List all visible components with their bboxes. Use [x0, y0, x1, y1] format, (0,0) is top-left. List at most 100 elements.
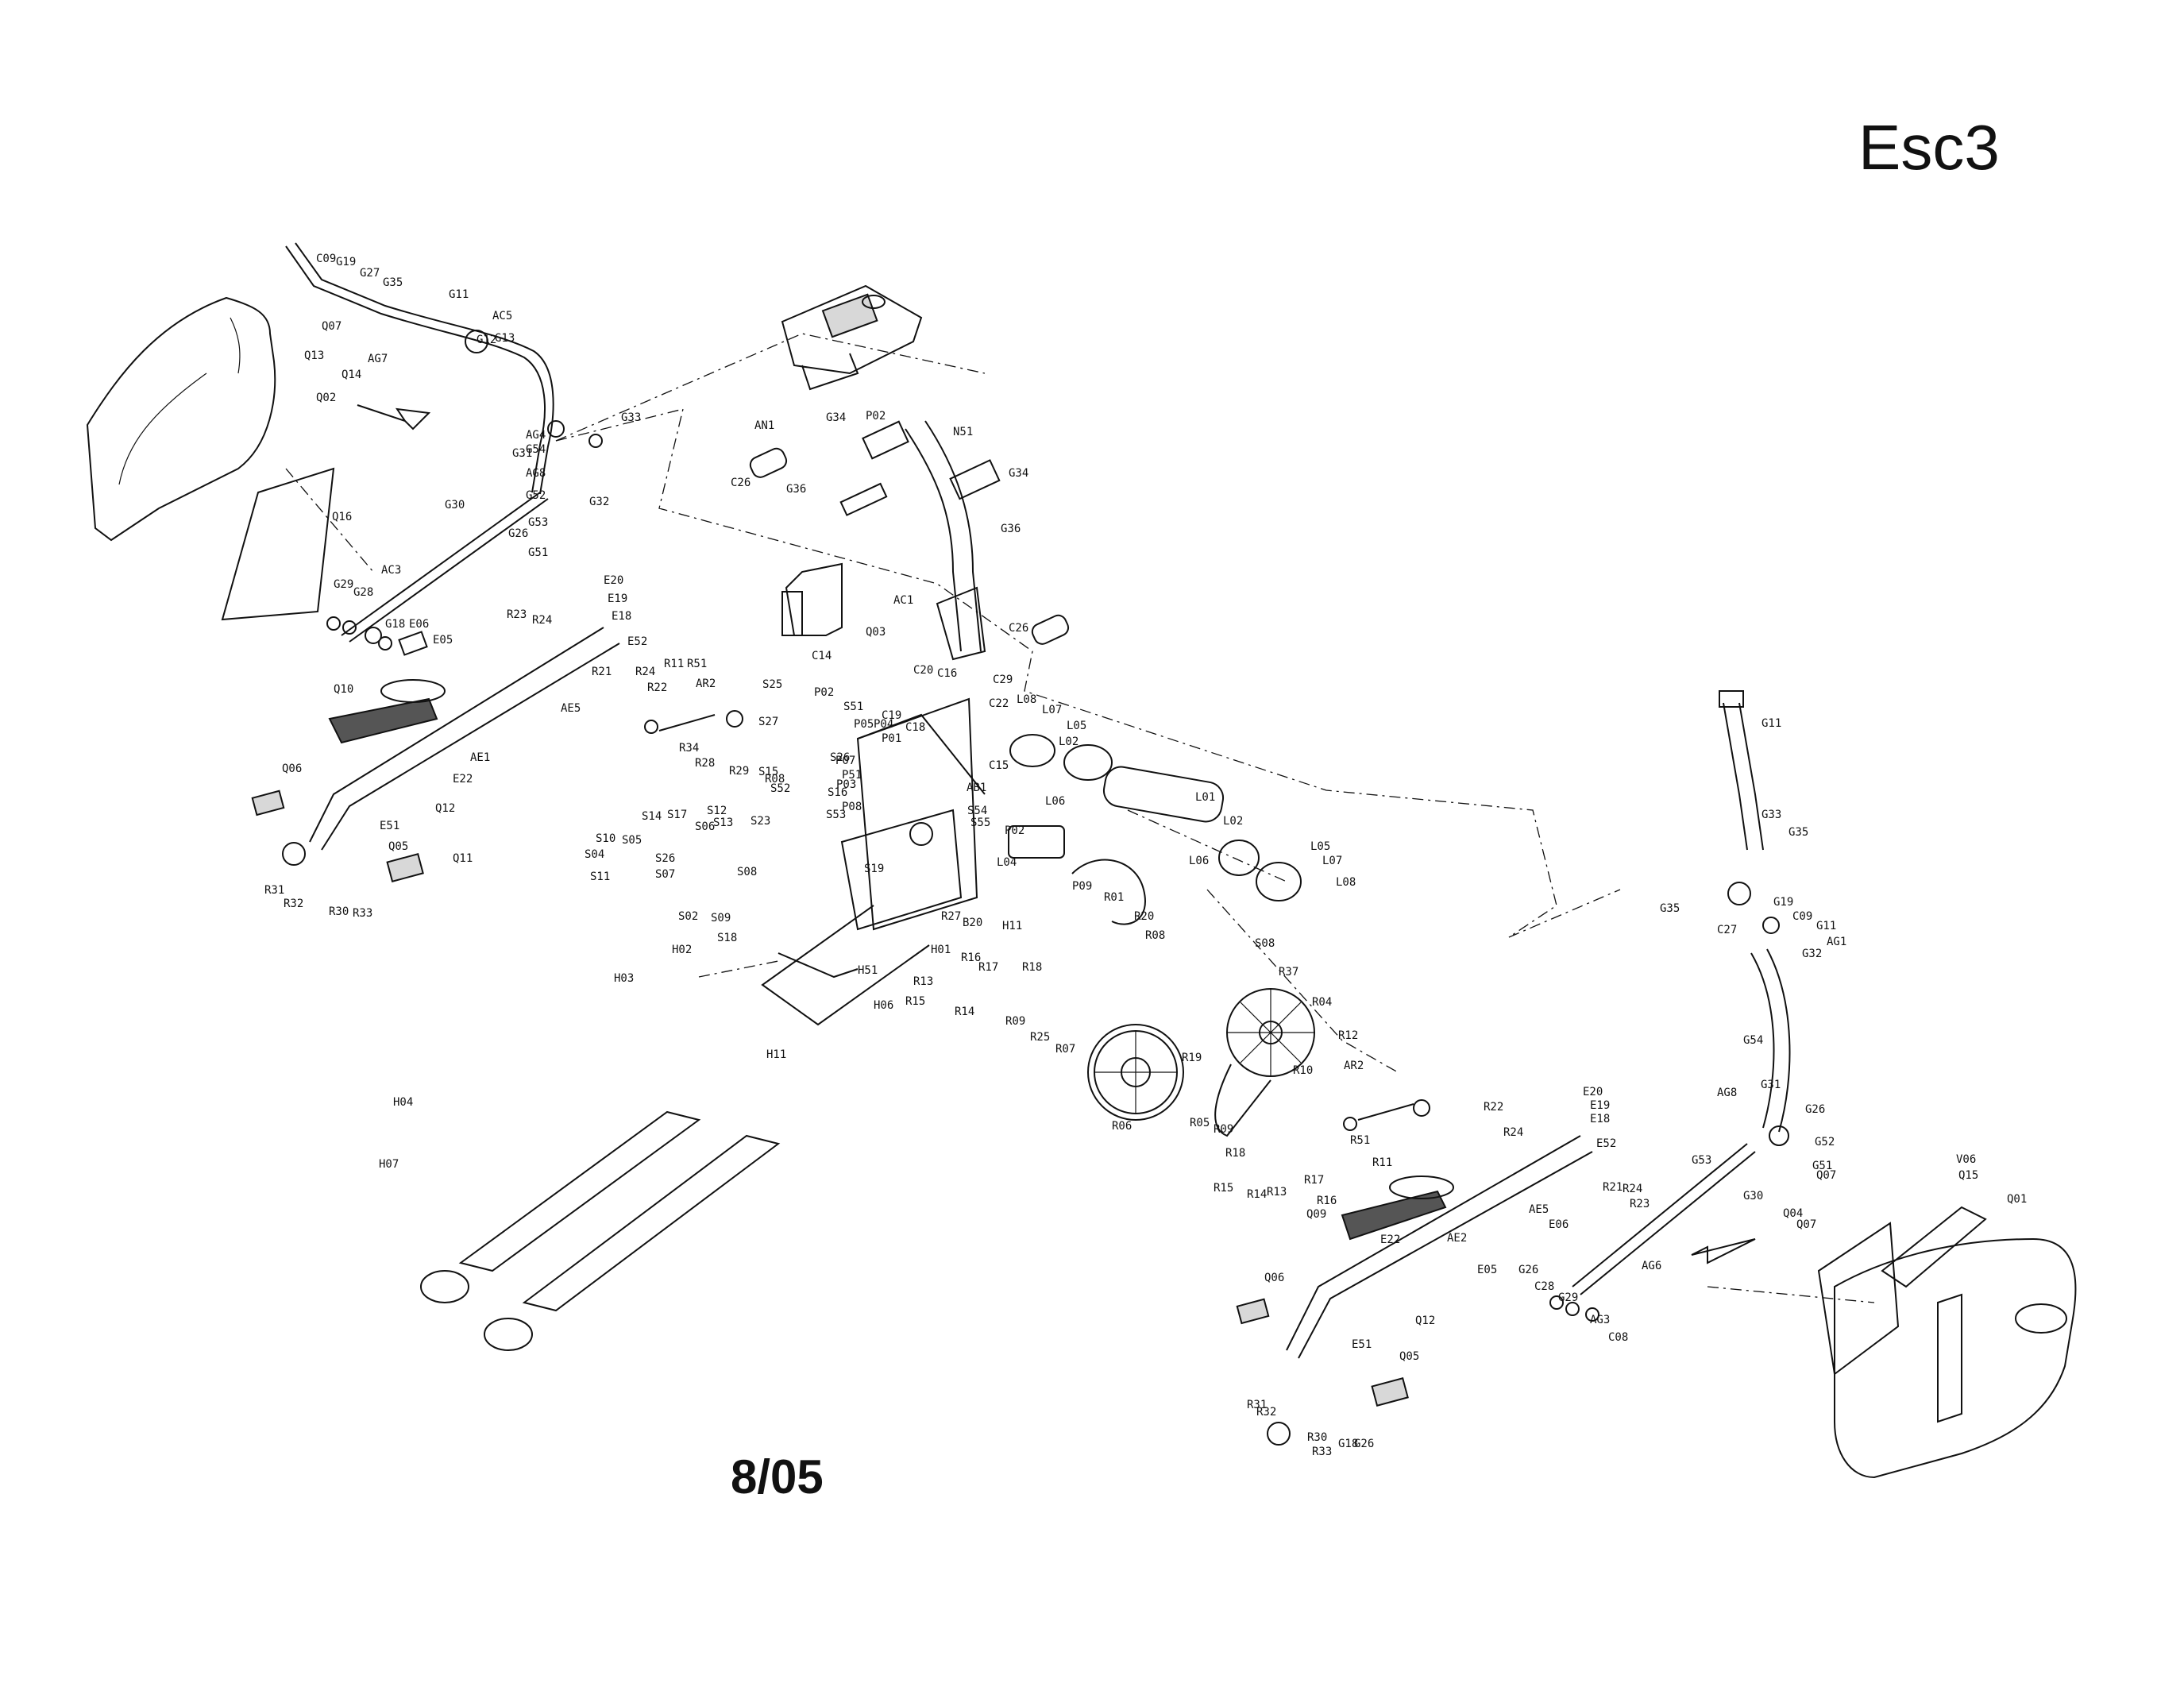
part-label: R33: [1312, 1446, 1332, 1458]
part-label: AE2: [1447, 1232, 1467, 1245]
part-label: G35: [1788, 826, 1808, 839]
right-panels: [1817, 1206, 1987, 1376]
part-label: R27: [941, 910, 961, 923]
part-label: G35: [383, 276, 403, 289]
part-label: C08: [1608, 1331, 1628, 1344]
part-label: H11: [1002, 920, 1022, 932]
part-label: P04: [874, 718, 893, 731]
part-label: S13: [713, 816, 733, 829]
part-label: AN1: [754, 419, 774, 432]
part-label: AG4: [526, 429, 546, 442]
part-label: R15: [1214, 1182, 1233, 1195]
part-label: R31: [264, 884, 284, 897]
part-label: G32: [1802, 948, 1822, 960]
part-label: P02: [1005, 824, 1024, 837]
part-label: C18: [905, 721, 925, 734]
part-label: R34: [679, 742, 699, 755]
part-label: Q10: [334, 683, 353, 696]
part-label: Q07: [1816, 1169, 1836, 1182]
part-label: L02: [1059, 735, 1078, 748]
right-handle-arm: [1719, 690, 1791, 1146]
bracket-c14: [781, 562, 843, 636]
part-label: G29: [334, 578, 353, 591]
part-label: G31: [1761, 1079, 1781, 1091]
part-label: R51: [1350, 1134, 1370, 1147]
part-label: S53: [826, 809, 846, 821]
part-label: E20: [604, 574, 623, 587]
part-label: P09: [1072, 880, 1092, 893]
part-label: L05: [1310, 840, 1330, 853]
part-label: G19: [1773, 896, 1793, 909]
part-label: G26: [1518, 1264, 1538, 1276]
part-label: G18: [1338, 1438, 1358, 1450]
part-label: S23: [751, 815, 770, 828]
part-label: E52: [1596, 1137, 1616, 1150]
part-label: AE5: [1529, 1203, 1549, 1216]
part-label: R24: [635, 666, 655, 678]
part-label: R09: [1214, 1123, 1233, 1136]
part-label: Q06: [282, 762, 302, 775]
part-label: R25: [1030, 1031, 1050, 1044]
right-pedal-arm-ae2: [1236, 1135, 1593, 1446]
part-label: AB1: [967, 782, 986, 794]
part-label: Q11: [453, 852, 473, 865]
part-label: Q07: [322, 320, 341, 333]
part-label: R30: [1307, 1431, 1327, 1444]
part-label: Q01: [2007, 1193, 2027, 1206]
part-label: R04: [1312, 996, 1332, 1009]
part-label: R30: [329, 905, 349, 918]
part-label: S08: [1255, 937, 1275, 950]
part-label: V06: [1956, 1153, 1976, 1166]
part-label: P08: [842, 801, 862, 813]
part-label: E06: [409, 618, 429, 631]
part-label: R16: [1317, 1195, 1337, 1207]
direction-arrows: [357, 404, 1756, 1264]
part-label: Q13: [304, 349, 324, 362]
part-label: S09: [711, 912, 731, 925]
part-label: G54: [1743, 1034, 1763, 1047]
part-label: G31: [512, 447, 532, 460]
part-label: S06: [695, 820, 715, 833]
part-label: R29: [729, 765, 749, 778]
part-label: L06: [1045, 795, 1065, 808]
part-label: R14: [955, 1006, 974, 1018]
part-label: L08: [1336, 876, 1356, 889]
pulley-r04: [1214, 988, 1315, 1137]
part-label: P01: [882, 732, 901, 745]
part-label: G34: [826, 411, 846, 424]
part-label: G33: [621, 411, 641, 424]
part-label: S10: [596, 832, 615, 845]
part-label: R01: [1104, 891, 1124, 904]
part-label: H03: [614, 972, 634, 985]
part-label: S27: [758, 716, 778, 728]
part-label: R16: [961, 952, 981, 964]
part-label: G29: [1558, 1291, 1578, 1304]
part-label: Q07: [1796, 1218, 1816, 1231]
part-label: R32: [284, 898, 303, 910]
part-label: R24: [532, 614, 552, 627]
part-label: AC1: [893, 594, 913, 607]
part-label: C09: [1792, 910, 1812, 923]
part-label: S26: [655, 852, 675, 865]
part-label: S08: [737, 866, 757, 878]
part-label: R14: [1247, 1188, 1267, 1201]
part-label: AG3: [1590, 1314, 1610, 1326]
part-label: R20: [1134, 910, 1154, 923]
part-label: C16: [937, 667, 957, 680]
left-pedal-arm-ae1: [251, 627, 620, 882]
part-label: S05: [622, 834, 642, 847]
part-label: P02: [814, 686, 834, 699]
part-label: R10: [1293, 1064, 1313, 1077]
part-label: H02: [672, 944, 692, 956]
part-label: P03: [836, 778, 856, 791]
part-label: C26: [1009, 622, 1028, 635]
part-label: G52: [526, 489, 546, 502]
part-label: AG1: [1827, 936, 1846, 948]
part-label: R21: [1603, 1181, 1623, 1194]
part-label: C19: [882, 709, 901, 722]
part-label: G26: [1354, 1438, 1374, 1450]
part-label: R24: [1623, 1183, 1642, 1195]
part-label: S55: [970, 816, 990, 829]
part-label: S07: [655, 868, 675, 881]
